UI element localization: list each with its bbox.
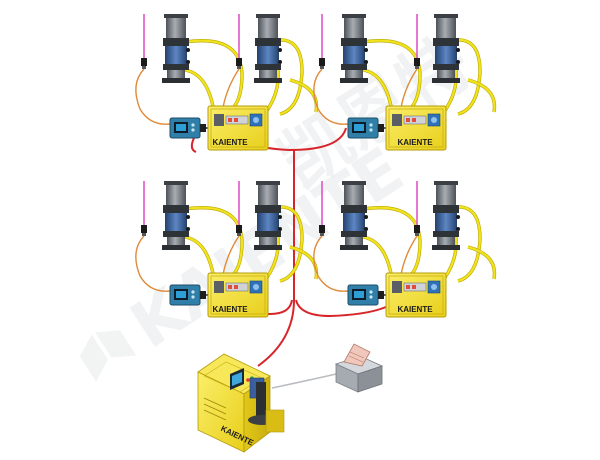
unit-bottom-right: KAIENTE: [314, 181, 495, 317]
unit-box-label: KAIENTE: [212, 138, 248, 147]
main-station: KAIENTE: [197, 353, 285, 453]
unit-bottom-left: KAIENTE: [136, 181, 317, 317]
unit-box-label: KAIENTE: [397, 138, 433, 147]
unit-box-label: KAIENTE: [212, 305, 248, 314]
printer: [335, 343, 383, 393]
unit-box-label: KAIENTE: [397, 305, 433, 314]
unit-top-left: KAIENTE: [136, 14, 317, 150]
unit-top-right: KAIENTE: [314, 14, 495, 150]
